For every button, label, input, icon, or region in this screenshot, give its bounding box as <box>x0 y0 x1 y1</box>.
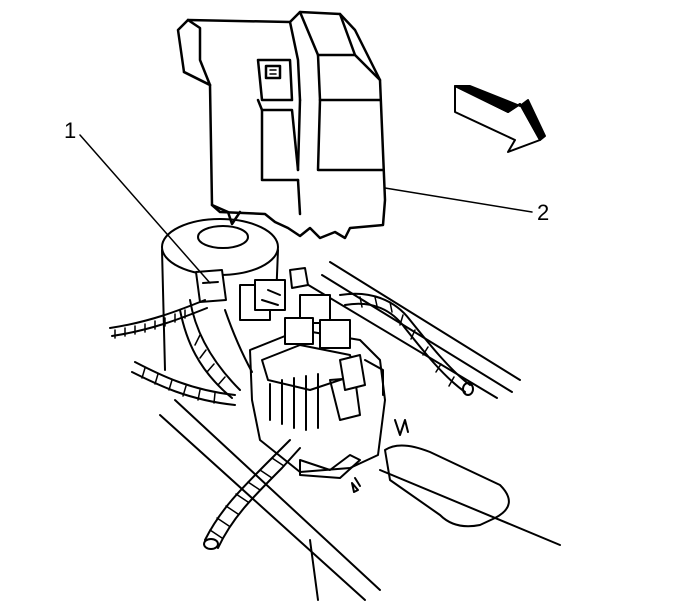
fuse-block-cover-icon <box>176 10 387 240</box>
front-direction-arrow-icon <box>454 85 546 153</box>
leader-line-1 <box>79 134 211 284</box>
callout-leader-lines <box>79 134 533 284</box>
fuse-block-icon <box>195 267 409 493</box>
callout-label-2: 2 <box>537 200 550 225</box>
leader-line-2 <box>384 187 533 213</box>
callout-label-1: 1 <box>64 118 77 143</box>
wiring-harness-icon <box>109 292 474 550</box>
